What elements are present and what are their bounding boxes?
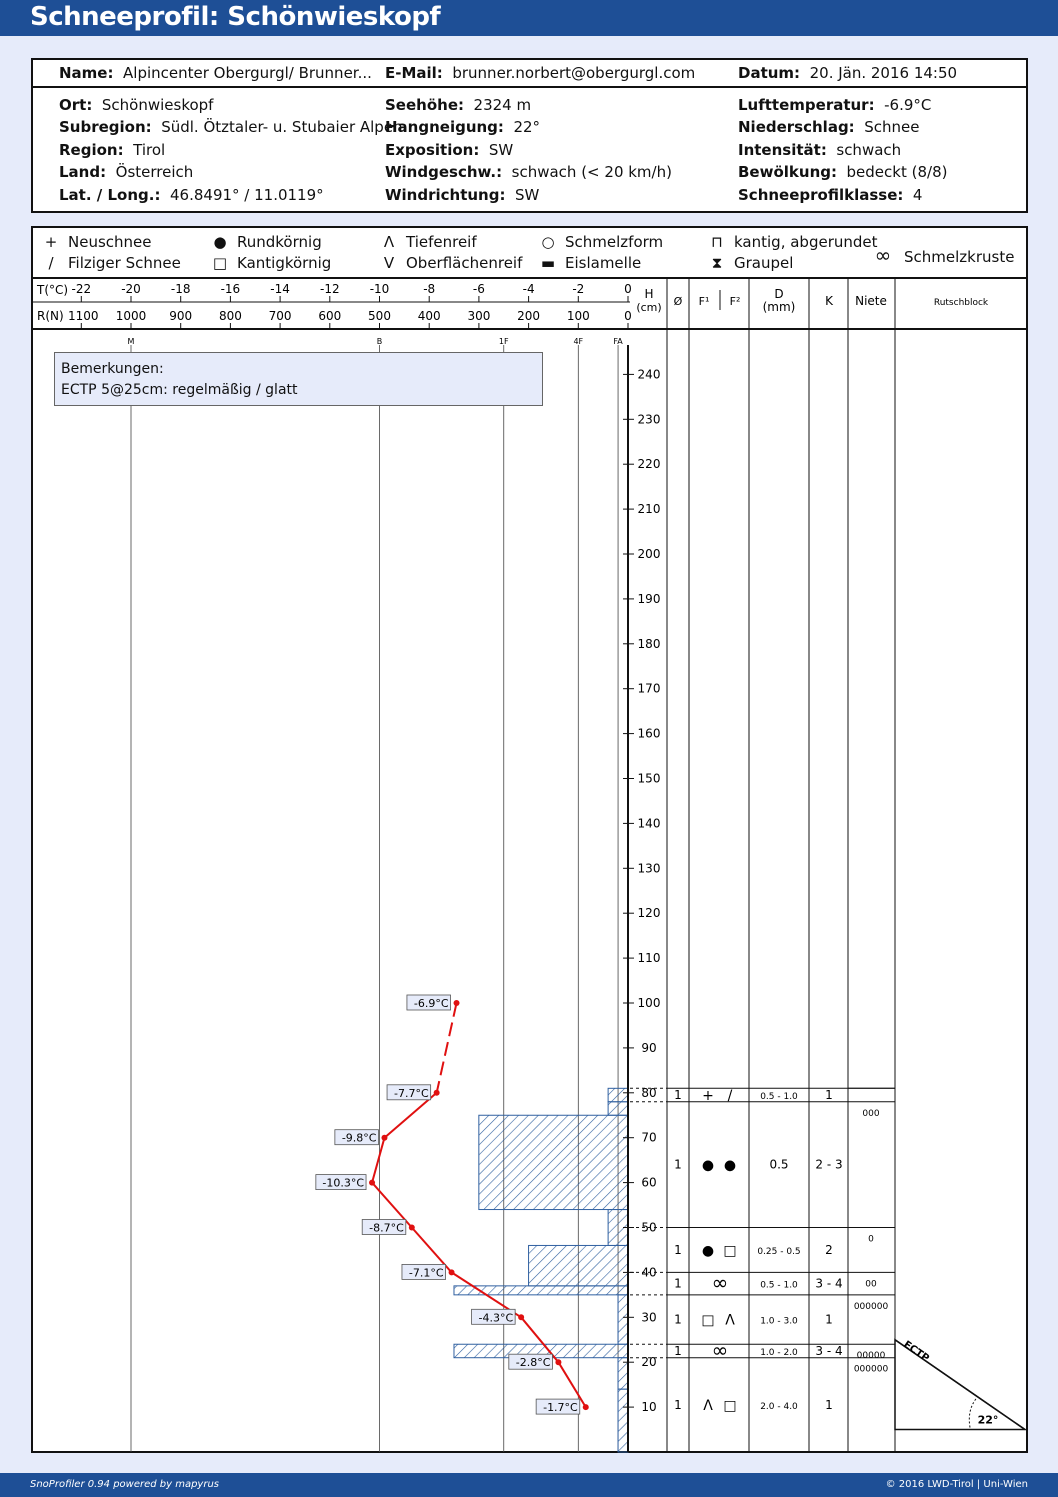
windrichtung-row: Windrichtung: SW	[385, 186, 540, 204]
page-title: Schneeprofil: Schönwieskopf	[30, 2, 441, 32]
legend-graupel: ⧗Graupel	[706, 254, 794, 272]
remarks-box: Bemerkungen: ECTP 5@25cm: regelmäßig / g…	[54, 352, 543, 406]
land-row: Land: Österreich	[59, 163, 194, 181]
date-row: Datum: 20. Jän. 2016 14:50	[738, 64, 958, 82]
kantig-abgerundet-icon: ⊓	[711, 233, 723, 251]
klasse-row: Schneeprofilklasse: 4	[738, 186, 923, 204]
legend-filziger: /Filziger Schnee	[40, 254, 180, 272]
filziger-schnee-icon: /	[48, 254, 54, 272]
exposition-row: Exposition: SW	[385, 141, 514, 159]
legend-kantig-abgerundet: ⊓kantig, abgerundet	[706, 233, 877, 251]
hangneigung-row: Hangneigung: 22°	[385, 118, 541, 136]
bewoelkung-row: Bewölkung: bedeckt (8/8)	[738, 163, 948, 181]
region-row: Region: Tirol	[59, 141, 166, 159]
footer-left: SnoProfiler 0.94 powered by mapyrus	[30, 1479, 220, 1490]
eislamelle-icon: ▬	[540, 254, 556, 272]
footer-bar: SnoProfiler 0.94 powered by mapyrus © 20…	[0, 1473, 1058, 1497]
header-divider	[33, 86, 1026, 88]
footer-right: © 2016 LWD-Tirol | Uni-Wien	[885, 1479, 1028, 1490]
schmelzkruste-icon: ∞	[874, 243, 892, 267]
schmelzform-icon: ○	[541, 233, 555, 251]
intensitaet-row: Intensität: schwach	[738, 141, 902, 159]
remarks-label: Bemerkungen:	[61, 361, 164, 377]
legend-neuschnee: +Neuschnee	[40, 233, 152, 251]
date-value: 20. Jän. 2016 14:50	[809, 64, 958, 82]
niederschlag-row: Niederschlag: Schnee	[738, 118, 920, 136]
windgeschw-row: Windgeschw.: schwach (< 20 km/h)	[385, 163, 672, 181]
profile-box	[31, 226, 1028, 1453]
email-value: brunner.norbert@obergurgl.com	[452, 64, 696, 82]
header-box: Name: Alpincenter Obergurgl/ Brunner... …	[31, 58, 1028, 213]
legend-rundkoernig: ●Rundkörnig	[209, 233, 321, 251]
legend-eislamelle: ▬Eislamelle	[537, 254, 641, 272]
kantigkoernig-icon: □	[212, 254, 228, 272]
legend-schmelzkruste: ∞Schmelzkruste	[868, 243, 1015, 267]
name-row: Name: Alpincenter Obergurgl/ Brunner...	[59, 64, 372, 82]
rundkoernig-icon: ●	[213, 233, 227, 251]
title-bar: Schneeprofil: Schönwieskopf	[0, 0, 1058, 36]
email-row: E-Mail: brunner.norbert@obergurgl.com	[385, 64, 696, 82]
tiefenreif-icon: Λ	[383, 233, 395, 251]
subregion-row: Subregion: Südl. Ötztaler- u. Stubaier A…	[59, 118, 403, 136]
neuschnee-icon: +	[44, 233, 58, 251]
legend-schmelzform: ○Schmelzform	[537, 233, 663, 251]
graupel-icon: ⧗	[711, 254, 723, 272]
lufttemp-row: Lufttemperatur: -6.9°C	[738, 96, 932, 114]
name-value: Alpincenter Obergurgl/ Brunner...	[123, 64, 372, 82]
remarks-text: ECTP 5@25cm: regelmäßig / glatt	[61, 382, 298, 398]
ort-row: Ort: Schönwieskopf	[59, 96, 214, 114]
latlong-row: Lat. / Long.: 46.8491° / 11.0119°	[59, 186, 324, 204]
legend-kantigkoernig: □Kantigkörnig	[209, 254, 331, 272]
seehoehe-row: Seehöhe: 2324 m	[385, 96, 532, 114]
oberflaechenreif-icon: V	[383, 254, 395, 272]
